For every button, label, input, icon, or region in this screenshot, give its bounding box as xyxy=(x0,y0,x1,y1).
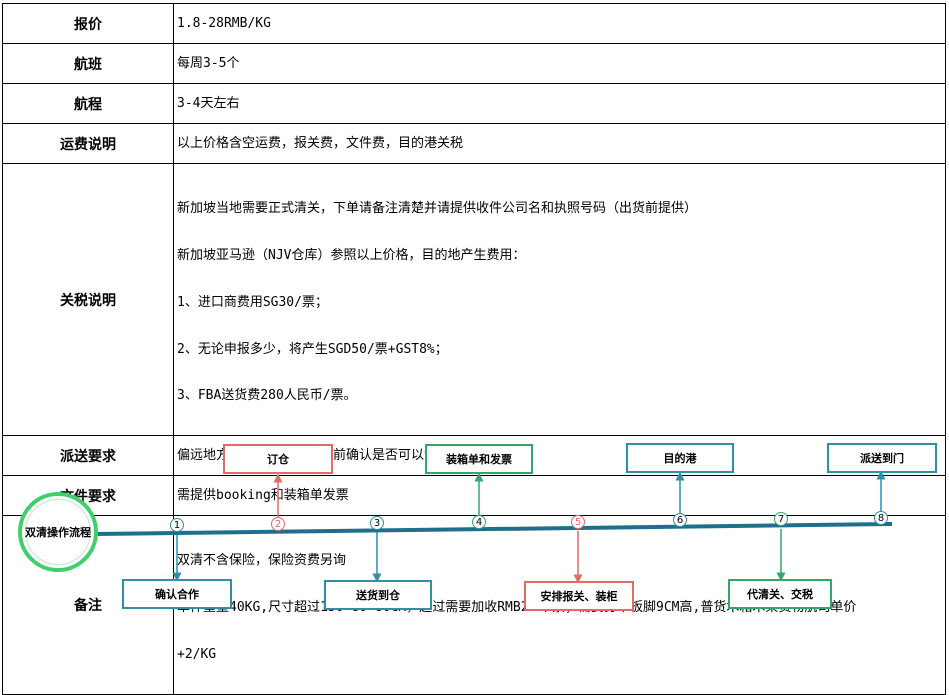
row-price: 报价 1.8-28RMB/KG xyxy=(2,3,946,44)
step-number-4: 4 xyxy=(472,515,486,529)
timeline-line xyxy=(94,522,893,536)
row-transit: 航程 3-4天左右 xyxy=(2,83,946,124)
tax-line: 3、FBA送货费280人民币/票。 xyxy=(177,388,357,404)
label-freight: 运费说明 xyxy=(2,123,174,164)
label-transit: 航程 xyxy=(2,83,174,124)
value-transit: 3-4天左右 xyxy=(173,83,946,124)
value-docs: 需提供booking和装箱单发票 xyxy=(173,475,946,517)
step-number-3: 3 xyxy=(370,516,384,530)
row-tax: 关税说明 新加坡当地需要正式清关，下单请备注清楚并请提供收件公司名和执照号码（出… xyxy=(2,162,946,437)
step-number-8: 8 xyxy=(874,511,888,525)
label-flights: 航班 xyxy=(2,43,174,84)
row-freight: 运费说明 以上价格含空运费，报关费，文件费，目的港关税 xyxy=(2,123,946,164)
label-delivery: 派送要求 xyxy=(2,435,174,477)
flow-start-circle: 双清操作流程 xyxy=(18,492,98,572)
tax-line: 新加坡亚马逊（NJV仓库）参照以上价格，目的地产生费用： xyxy=(177,247,526,263)
remark-line: 双清不含保险，保险资费另询 xyxy=(177,553,347,569)
step-box-packing-list-invoice: 装箱单和发票 xyxy=(425,444,533,474)
step-number-5: 5 xyxy=(571,515,585,529)
step-box-booking: 订仓 xyxy=(223,444,333,474)
row-flights: 航班 每周3-5个 xyxy=(2,43,946,84)
tax-line: 1、进口商费用SG30/票； xyxy=(177,294,328,310)
value-tax: 新加坡当地需要正式清关，下单请备注清楚并请提供收件公司名和执照号码（出货前提供）… xyxy=(173,162,946,437)
step-number-7: 7 xyxy=(774,512,788,526)
step-box-clearance-tax: 代清关、交税 xyxy=(728,579,832,609)
step-box-door-delivery: 派送到门 xyxy=(827,443,937,473)
tax-line: 2、无论申报多少，将产生SGD50/票+GST8%； xyxy=(177,341,448,357)
tax-line: 新加坡当地需要正式清关，下单请备注清楚并请提供收件公司名和执照号码（出货前提供） xyxy=(177,201,698,217)
flow-start-label: 双清操作流程 xyxy=(25,526,91,539)
step-box-confirm-cooperation: 确认合作 xyxy=(122,579,232,609)
inner-ring xyxy=(25,499,91,565)
process-flow: 双清操作流程 1 2 3 4 5 6 7 8 确认合作 订仓 送货到仓 装箱单和… xyxy=(0,431,949,638)
step-number-6: 6 xyxy=(673,513,687,527)
step-box-destination-port: 目的港 xyxy=(626,443,734,473)
step-box-customs-loading: 安排报关、装柜 xyxy=(524,581,634,611)
label-tax: 关税说明 xyxy=(2,162,174,437)
remark-line: +2/KG xyxy=(177,646,217,662)
flow-lines xyxy=(94,470,893,584)
value-price: 1.8-28RMB/KG xyxy=(173,3,946,44)
step-number-1: 1 xyxy=(170,518,184,532)
step-box-deliver-to-warehouse: 送货到仓 xyxy=(324,580,432,610)
label-price: 报价 xyxy=(2,3,174,44)
value-freight: 以上价格含空运费，报关费，文件费，目的港关税 xyxy=(173,123,946,164)
step-number-2: 2 xyxy=(271,517,285,531)
value-flights: 每周3-5个 xyxy=(173,43,946,84)
